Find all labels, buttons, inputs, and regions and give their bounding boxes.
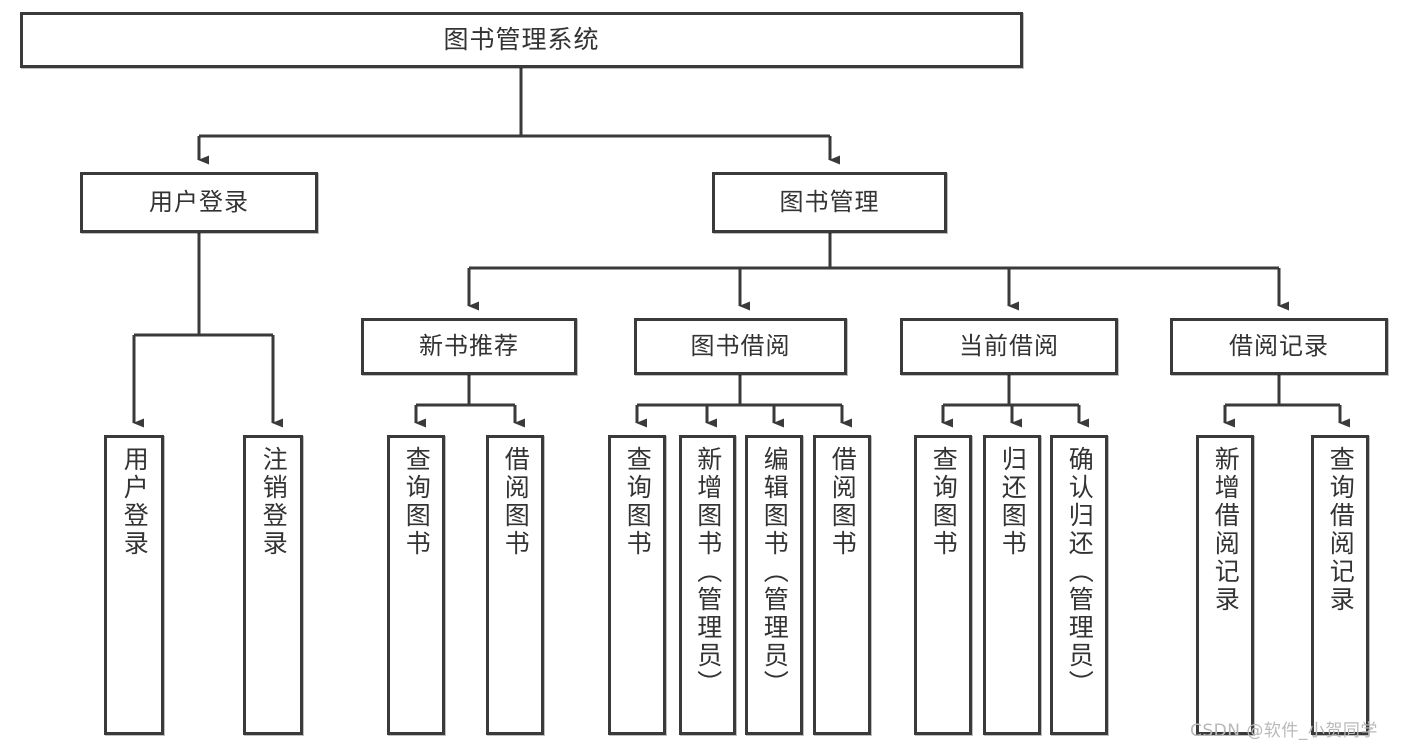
node-leaf-query-book-1[interactable]: 查询图书: [387, 435, 445, 735]
node-label: 查询借阅记录: [1326, 446, 1356, 614]
node-label: 图书管理: [779, 188, 880, 217]
node-leaf-add-record[interactable]: 新增借阅记录: [1196, 435, 1254, 735]
node-leaf-borrow-book-2[interactable]: 借阅图书: [813, 435, 871, 735]
node-label: 图书借阅: [690, 332, 791, 361]
node-label: 确认归还（管理员）: [1065, 446, 1095, 698]
node-label: 借阅记录: [1229, 332, 1329, 361]
node-leaf-logout[interactable]: 注销登录: [243, 435, 303, 735]
node-label: 借阅图书: [828, 446, 858, 558]
node-user-login[interactable]: 用户登录: [80, 172, 318, 233]
node-borrow-record[interactable]: 借阅记录: [1170, 318, 1388, 375]
node-leaf-return-book[interactable]: 归还图书: [983, 435, 1041, 735]
node-leaf-edit-book[interactable]: 编辑图书（管理员）: [745, 435, 803, 735]
node-label: 注销登录: [259, 446, 289, 558]
node-leaf-user-login[interactable]: 用户登录: [104, 435, 164, 735]
node-label: 新增借阅记录: [1211, 446, 1241, 614]
node-label: 用户登录: [120, 446, 150, 558]
node-leaf-query-book-3[interactable]: 查询图书: [914, 435, 972, 735]
node-leaf-query-record[interactable]: 查询借阅记录: [1311, 435, 1369, 735]
node-label: 编辑图书（管理员）: [760, 446, 790, 698]
node-root-system[interactable]: 图书管理系统: [20, 12, 1023, 68]
node-label: 新书推荐: [419, 332, 519, 361]
node-label: 查询图书: [402, 446, 432, 558]
node-label: 当前借阅: [959, 332, 1059, 361]
node-label: 查询图书: [929, 446, 959, 558]
node-book-borrow[interactable]: 图书借阅: [634, 318, 847, 375]
node-leaf-add-book[interactable]: 新增图书（管理员）: [679, 435, 736, 735]
node-label: 新增图书（管理员）: [693, 446, 723, 698]
csdn-watermark: CSDN @软件_小贺同学: [1190, 721, 1378, 741]
node-new-book-recommend[interactable]: 新书推荐: [361, 318, 577, 375]
node-leaf-confirm-return[interactable]: 确认归还（管理员）: [1050, 435, 1108, 735]
node-label: 用户登录: [149, 188, 249, 217]
node-label: 借阅图书: [501, 446, 531, 558]
node-label: 查询图书: [623, 446, 653, 558]
node-current-borrow[interactable]: 当前借阅: [900, 318, 1118, 375]
node-label: 图书管理系统: [443, 25, 600, 55]
node-book-manage[interactable]: 图书管理: [712, 172, 947, 233]
node-label: 归还图书: [998, 446, 1028, 558]
node-leaf-query-book-2[interactable]: 查询图书: [608, 435, 666, 735]
node-leaf-borrow-book-1[interactable]: 借阅图书: [486, 435, 544, 735]
